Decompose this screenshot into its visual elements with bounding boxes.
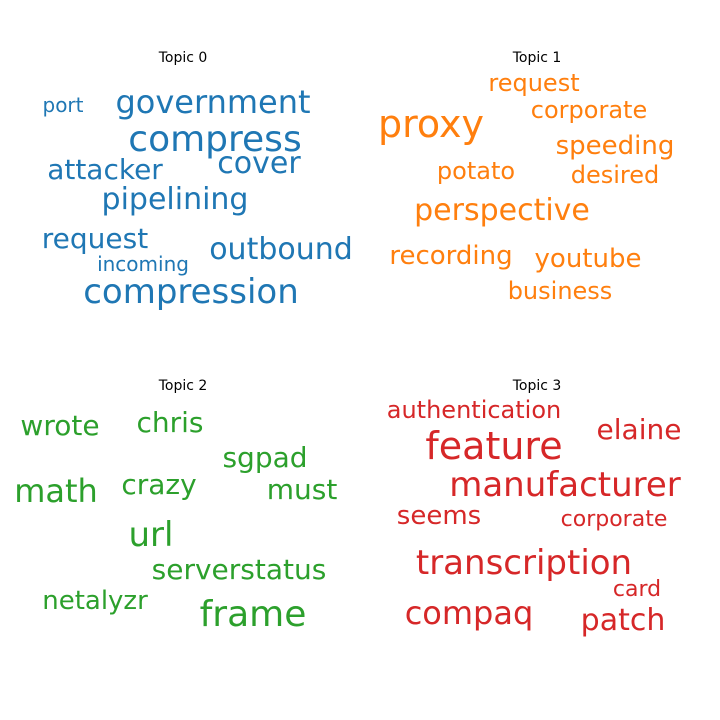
- word-math: math: [14, 472, 98, 510]
- word-attacker: attacker: [47, 153, 163, 186]
- word-proxy: proxy: [378, 102, 484, 146]
- word-netalyzr: netalyzr: [42, 586, 148, 616]
- word-desired: desired: [570, 161, 660, 189]
- word-youtube: youtube: [534, 244, 642, 274]
- word-speeding: speeding: [555, 131, 675, 161]
- word-potato: potato: [436, 157, 516, 185]
- topic-title-2: Topic 2: [158, 378, 208, 394]
- word-chris: chris: [136, 406, 204, 439]
- word-government: government: [115, 83, 311, 121]
- word-request: request: [488, 69, 580, 97]
- word-compress: compress: [128, 119, 302, 160]
- word-feature: feature: [425, 424, 563, 468]
- word-corporate: corporate: [560, 507, 668, 532]
- word-request: request: [41, 222, 149, 255]
- topic-title-3: Topic 3: [512, 378, 562, 394]
- word-compaq: compaq: [404, 594, 534, 632]
- word-compression: compression: [83, 272, 299, 312]
- topic-title-0: Topic 0: [158, 50, 208, 66]
- word-serverstatus: serverstatus: [151, 553, 327, 586]
- word-perspective: perspective: [414, 193, 590, 228]
- word-transcription: transcription: [415, 543, 633, 583]
- word-elaine: elaine: [596, 413, 682, 446]
- word-corporate: corporate: [530, 96, 648, 124]
- word-url: url: [128, 515, 174, 555]
- word-wrote: wrote: [20, 409, 100, 442]
- word-incoming: incoming: [97, 252, 189, 276]
- word-crazy: crazy: [121, 468, 197, 501]
- word-outbound: outbound: [209, 232, 353, 267]
- word-card: card: [612, 577, 662, 602]
- word-seems: seems: [396, 501, 482, 531]
- word-must: must: [266, 473, 338, 506]
- word-manufacturer: manufacturer: [449, 465, 681, 505]
- word-frame: frame: [199, 594, 307, 635]
- word-sgpad: sgpad: [222, 441, 308, 474]
- word-patch: patch: [580, 603, 666, 638]
- word-business: business: [507, 277, 613, 305]
- word-authentication: authentication: [386, 396, 562, 424]
- word-recording: recording: [389, 241, 513, 271]
- word-cover: cover: [217, 146, 301, 181]
- topic-title-1: Topic 1: [512, 50, 562, 66]
- word-port: port: [42, 93, 84, 117]
- word-pipelining: pipelining: [101, 182, 249, 217]
